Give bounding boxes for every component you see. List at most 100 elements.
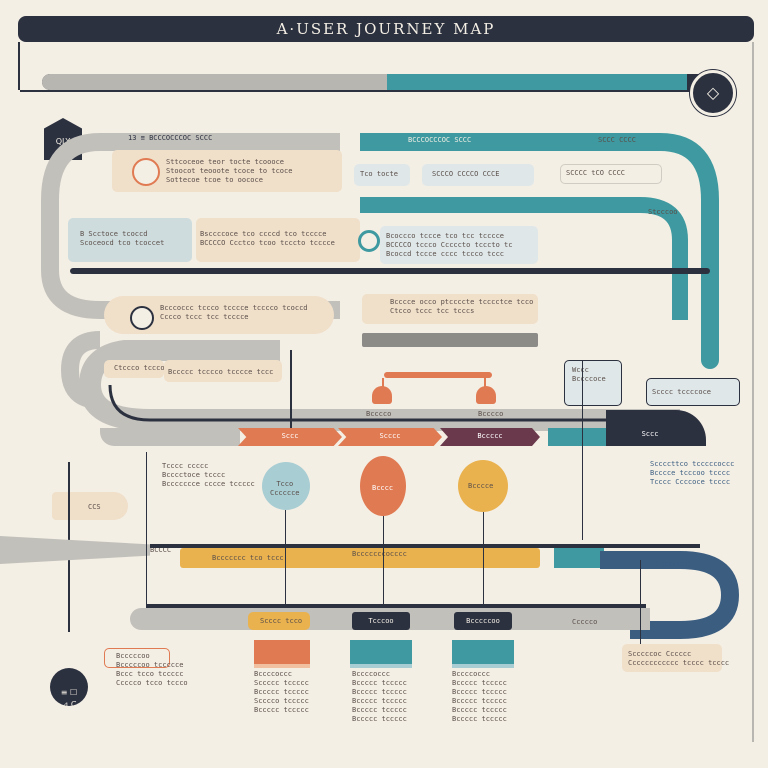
- row1-right-far-text: SCCCC tCO CCCC: [566, 169, 626, 177]
- bottom-left-card: [104, 648, 170, 668]
- stage-3[interactable]: [440, 428, 540, 446]
- stage-3-label: Bccccc: [477, 432, 503, 440]
- row2-right-card: [380, 226, 538, 264]
- bottom-col2-header: [350, 640, 412, 668]
- top-progress-line: [20, 90, 732, 92]
- stage-4[interactable]: [548, 428, 608, 446]
- timeline-right-curve: [600, 551, 740, 639]
- bottom-box-2[interactable]: Tcccoo: [352, 612, 410, 630]
- row4-right-text: Wccc Bccccoce: [572, 366, 606, 383]
- row4-card: [104, 360, 164, 378]
- bottom-box-1[interactable]: [248, 612, 310, 630]
- funnel-right-label: Bcccco: [478, 410, 504, 418]
- bottom-col2: Bccccoccc Bccccc tccccc Bccccc tccccc Bc…: [352, 670, 407, 723]
- top-progress-teal: [387, 74, 687, 90]
- row3-rail: [70, 268, 710, 274]
- hanger-left-post: [382, 378, 384, 388]
- connector-1: [285, 510, 286, 610]
- stage-2[interactable]: [338, 428, 442, 446]
- bottom-box-1-text: Scccc tcco: [260, 617, 303, 625]
- hanger-right-post: [484, 378, 486, 388]
- frame-right-border: [752, 42, 754, 742]
- row4-far-card: [646, 378, 740, 406]
- persona-1-label: Tcco Cccccce: [270, 480, 300, 497]
- timeline-navy-thin: [150, 544, 700, 548]
- row1-right-header: BCCCOCCCOC SCCC: [408, 136, 472, 144]
- row4-text-card: [164, 360, 282, 382]
- bottom-col1-header: [254, 640, 310, 668]
- connector-2: [383, 516, 384, 610]
- row4-text: Bccccc tcccco tcccce tccc: [168, 368, 274, 376]
- persona-face-icon: [132, 158, 160, 186]
- stage-5[interactable]: [606, 410, 706, 446]
- bottom-col3-header: [452, 640, 514, 668]
- timeline-yellow-seg[interactable]: [180, 548, 540, 568]
- bottom-right-card-text: Scccccoc Cccccc Cccccccccccc tcccc tcccc: [628, 650, 730, 667]
- stage-1[interactable]: [238, 428, 342, 446]
- persona-right-text: Sccccttco tcccccoccc Bcccce tcccoo tcccc…: [650, 460, 735, 486]
- row1-right-left-card: [354, 164, 410, 186]
- row1-label: 13 ≡ BCCCOCCCOC SCCC: [128, 134, 213, 142]
- row4-loop: [80, 340, 680, 431]
- row3-right-card: [362, 294, 538, 324]
- row4-divider: [290, 350, 292, 430]
- persona-2-circle[interactable]: [360, 456, 406, 516]
- row2-right-text: Bcoccco tccce tco tcc tcccce BCCCCO tccc…: [386, 232, 513, 258]
- connector-5: [146, 452, 147, 604]
- row2-left-card: [68, 218, 192, 262]
- persona-3-circle[interactable]: [458, 460, 508, 512]
- row1-right-far-card: [560, 164, 662, 184]
- persona-left-tag: [52, 492, 128, 520]
- row1-text: Sttcoceoe teor tocte tcoooce Stoocot teo…: [166, 158, 293, 184]
- bottom-right-tag: Ccccco: [572, 618, 598, 626]
- stage-1-label: Sccc: [281, 432, 299, 440]
- row1-right-mid-card: [422, 164, 534, 186]
- persona-1-circle[interactable]: [262, 462, 310, 510]
- persona-3-label: Bcccce: [468, 482, 494, 490]
- bottom-col1: Bccccoccc Sccccc tccccc Bccccc tccccc Sc…: [254, 670, 309, 714]
- bottom-right-vline: [640, 560, 641, 644]
- row4-card-text: Ctccco tccco: [114, 364, 165, 372]
- stage-gray-seg: [100, 428, 240, 446]
- timeline-segment2: Bcccccccocccc: [352, 550, 407, 558]
- bottom-left-list: Bcccccoo Bcccccoo tccccce Bccc tcco tccc…: [116, 652, 188, 687]
- bottom-box-3[interactable]: Bcccccoo: [454, 612, 512, 630]
- bottom-right-card: [622, 644, 722, 672]
- row2-mid-card: [196, 218, 360, 262]
- pin-icon: [358, 230, 380, 252]
- timeline-teal-box: [554, 548, 604, 568]
- persona-left-tag-text: CCS: [88, 503, 101, 511]
- timeline-segment-label: Bccccccc tco tccc: [212, 554, 284, 562]
- timeline-gray-left: [0, 536, 150, 564]
- hanger-right-bell-icon: [476, 386, 496, 404]
- row4-right-card: [564, 360, 622, 406]
- diamond-icon: ◇: [706, 83, 720, 102]
- row2-mid-text: Bsccccoce tco ccccd tco tcccce BCCCCO Cc…: [200, 230, 335, 247]
- timeline-right-label: Sccccccc: [656, 560, 690, 568]
- row2-left-text: B Scctoce tcoccd Scoceocd tco tcoccet: [80, 230, 165, 247]
- connector-3: [483, 512, 484, 610]
- hanger-left-bell-icon: [372, 386, 392, 404]
- bottom-badge-text: ≡ ☐ ⊿ C: [60, 688, 78, 709]
- row1-right-far-header: SCCC CCCC: [598, 136, 636, 144]
- frame-left-border: [18, 42, 20, 90]
- row1-right-left-text: Tco tocte: [360, 170, 398, 178]
- funnel-left-label: Bcccco: [366, 410, 392, 418]
- stage-2-label: Scccc: [379, 432, 401, 440]
- row3-text: Bcccoccc tccco tcccce tcccco tcoccd Cccc…: [160, 304, 308, 321]
- persona-left-text: Tcccc ccccc Bcccctoce tcccc Bccccccce cc…: [162, 462, 255, 488]
- persona-2-label: Bcccc: [372, 484, 394, 492]
- bottom-left-badge: ≡ ☐ ⊿ C: [50, 668, 88, 709]
- row3-gray-bar: [362, 333, 538, 347]
- row4-far-text: Scccc tccccoce: [652, 388, 712, 396]
- persona-face-icon-2: [130, 306, 154, 330]
- bottom-col3: Bccccoccc Bccccc tccccc Bccccc tccccc Bc…: [452, 670, 507, 723]
- top-progress-bar: [42, 74, 732, 90]
- page-title: A·USER JOURNEY MAP: [18, 16, 754, 42]
- teal-swoop: [360, 133, 719, 369]
- timeline-left-label: BCCCC: [150, 546, 172, 554]
- stage-5-label: Sccc: [641, 430, 659, 438]
- top-progress-gray: [42, 74, 387, 90]
- hanger-bar: [384, 372, 492, 378]
- bottom-navy-line: [146, 604, 646, 608]
